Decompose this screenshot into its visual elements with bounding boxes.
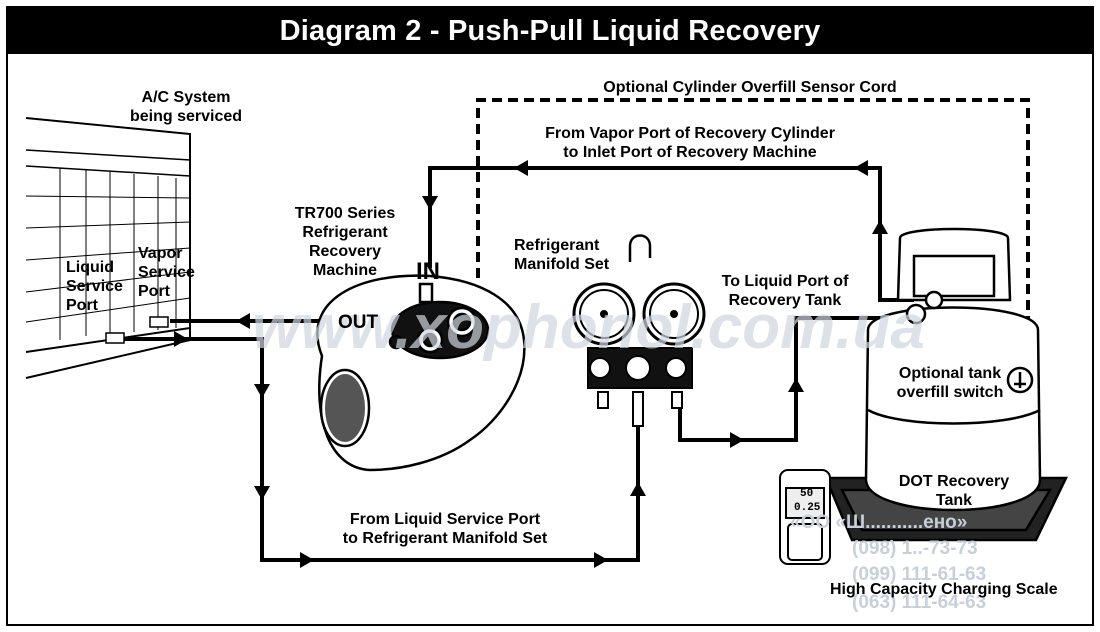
label-charging-scale: High Capacity Charging Scale [830,581,1058,598]
outer-border [6,6,1094,626]
recovery-machine-drawing [316,274,526,472]
watermark-phone-3: (063) 111-64-63 [852,592,987,613]
manifold-set-drawing [572,234,706,427]
label-overfill-cord: Optional Cylinder Overfill Sensor Cord [603,79,897,96]
label-machine-in: IN [416,258,440,285]
title-bar: Diagram 2 - Push-Pull Liquid Recovery [8,8,1092,54]
hose-manifold-to-tank [678,316,910,442]
watermark-site: www.xophonol.com.ua [252,293,925,362]
page-title: Diagram 2 - Push-Pull Liquid Recovery [279,15,821,47]
overfill-sensor-cord [476,98,1030,370]
label-machine-out: OUT [338,312,379,333]
scale-display-reading-2: 0.25 [794,502,821,514]
watermark-company: «OO «Ш...........ено» [790,512,968,533]
vapor-service-port-fitting [149,316,169,328]
scale-display-unit [779,469,831,565]
liquid-service-port-fitting [105,332,125,344]
recovery-tank-drawing [824,227,1068,542]
scale-display-reading-1: 50 [800,488,814,500]
hose-liquid-to-manifold [124,337,640,562]
flow-arrows [174,160,888,568]
watermark-phone-2: (099) 111-61-63 [852,564,987,585]
watermark-phone-1: (098) 1..-73-73 [852,538,978,559]
